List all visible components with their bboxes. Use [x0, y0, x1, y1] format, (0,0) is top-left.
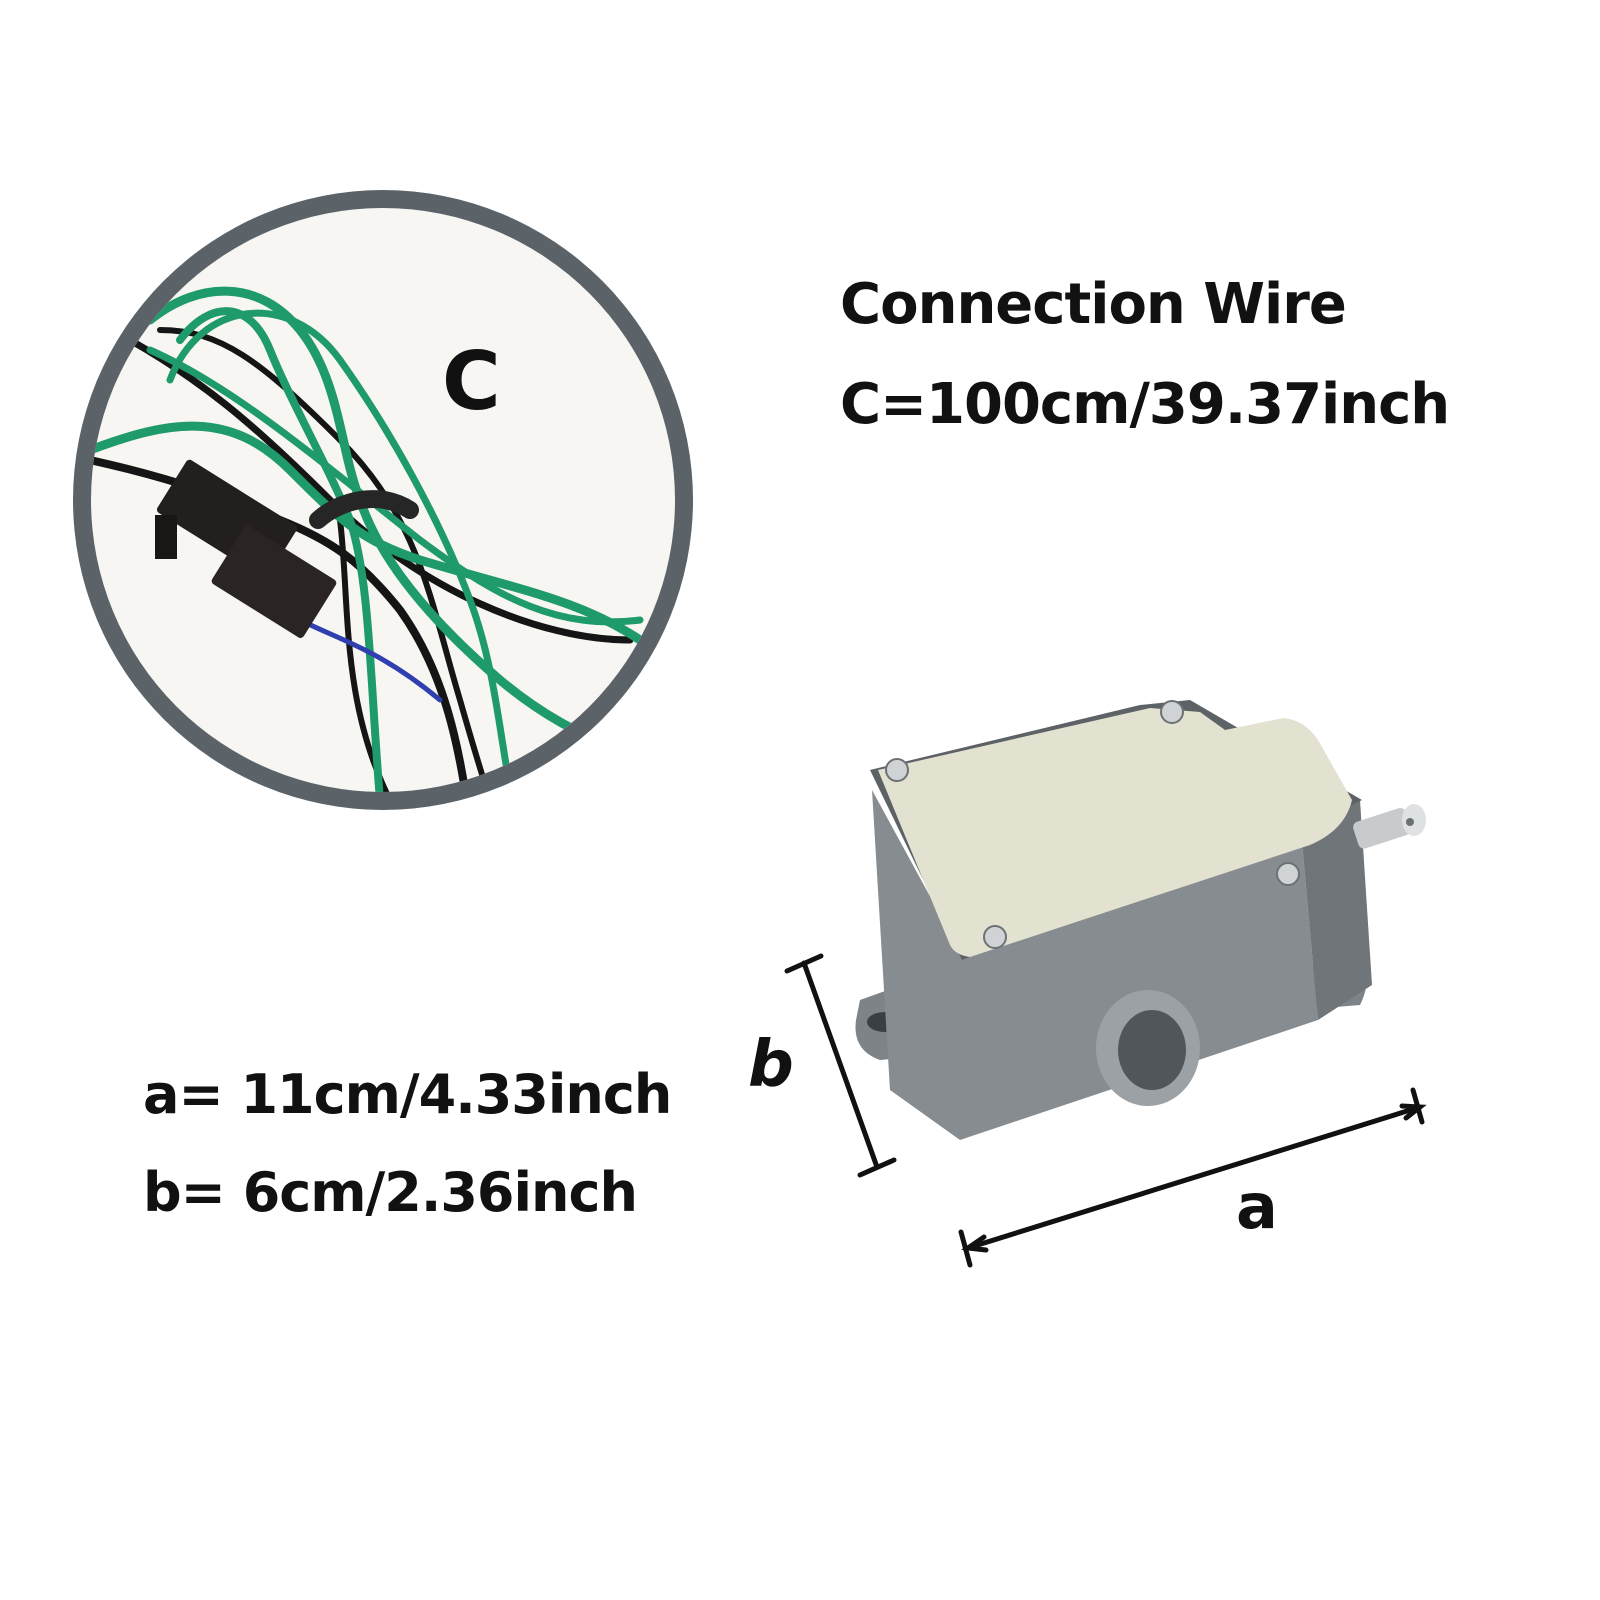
dimension-a-text: a= 11cm/4.33inch [143, 1063, 672, 1126]
cable-tie [309, 490, 419, 529]
lid-screws [885, 700, 1300, 949]
conduit-port-hole [1118, 1010, 1186, 1090]
switch-lid [878, 708, 1352, 957]
blue-wire [297, 617, 443, 703]
dimension-line-b [784, 953, 897, 1178]
connection-wire-title: Connection Wire [840, 272, 1347, 337]
connection-wire-length: C=100cm/39.37inch [840, 372, 1450, 437]
black-wire [126, 336, 634, 644]
dimension-label-b: b [748, 1028, 794, 1102]
circle-label-c: C [442, 335, 501, 428]
switch-shaft [1353, 804, 1426, 849]
wire-circle [73, 190, 693, 810]
limit-switch [784, 700, 1427, 1268]
wire-connector [155, 459, 337, 638]
dimension-line-a [958, 1087, 1427, 1268]
green-wire [146, 346, 644, 626]
dimension-b-text: b= 6cm/2.36inch [143, 1161, 638, 1224]
green-wire [166, 309, 524, 792]
switch-housing-side [1300, 800, 1372, 1020]
black-wire [157, 327, 503, 792]
dimension-label-a: a [1236, 1170, 1278, 1243]
